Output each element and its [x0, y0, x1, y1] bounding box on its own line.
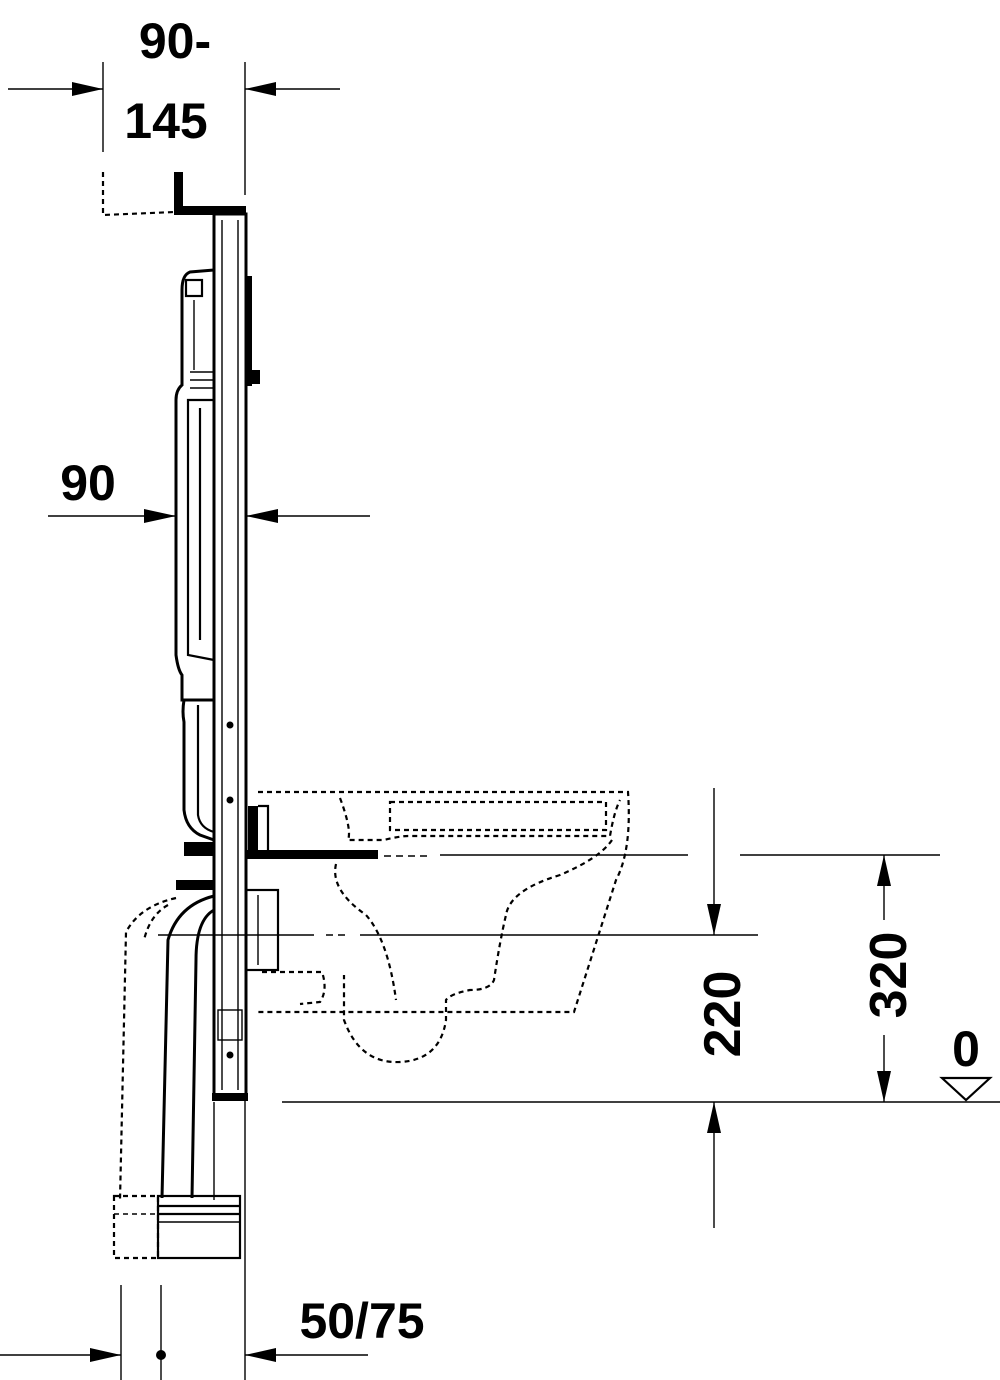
top-width-label-line1: 90-: [139, 13, 211, 69]
depth-label: 90: [60, 455, 116, 511]
top-wall-bracket: [101, 172, 246, 217]
top-width-dimension: 90- 145: [8, 13, 340, 195]
flush-connection: [246, 804, 688, 859]
floor-level-label: 0: [952, 1021, 980, 1077]
installation-frame: [212, 212, 248, 1101]
waste-height-label: 220: [694, 971, 752, 1058]
flush-height-label: 320: [860, 932, 918, 1019]
cistern: [174, 268, 260, 856]
waste-elbow: [112, 880, 758, 1380]
waste-height-dimension: 220: [694, 788, 752, 1228]
depth-dimension: 90: [48, 455, 370, 523]
pipe-offset-label: 50/75: [299, 1293, 424, 1349]
top-width-label-line2: 145: [124, 93, 207, 149]
wc-bowl-outline: [258, 790, 630, 1064]
floor-level-marker: 0: [282, 1021, 1000, 1103]
pipe-offset-dimension: 50/75: [0, 1285, 425, 1380]
flush-height-dimension: 320: [740, 854, 940, 1102]
